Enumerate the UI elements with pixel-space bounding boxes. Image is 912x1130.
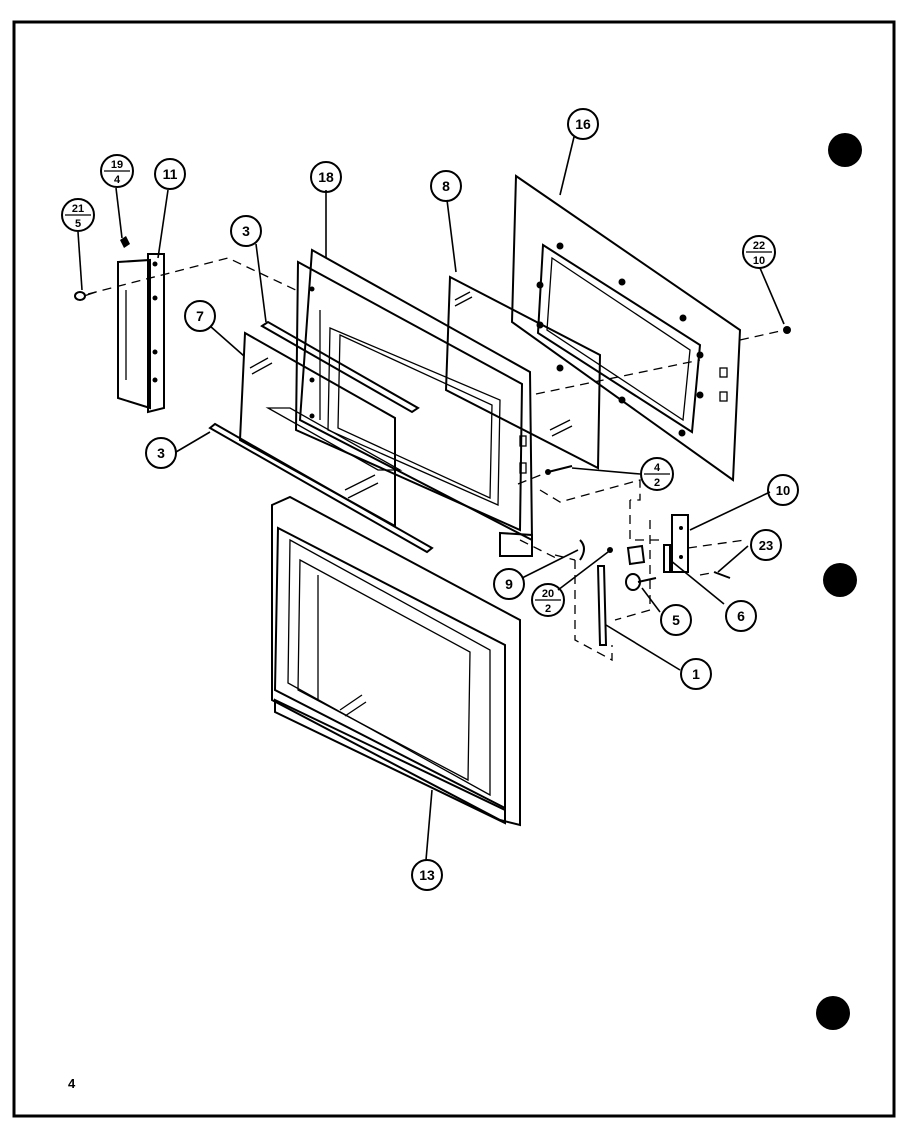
svg-text:20: 20 [542,588,554,600]
alignment-lines [87,257,786,662]
part-10-bracket [671,514,689,573]
svg-text:22: 22 [753,240,765,252]
callout-6: 6 [725,600,757,632]
part-7-glass [238,331,403,528]
callout-9: 9 [493,568,525,600]
callout-5: 5 [660,604,692,636]
leader-lines [77,136,785,861]
svg-text:16: 16 [575,116,591,132]
page-number: 4 [68,1076,76,1091]
svg-text:23: 23 [759,538,773,553]
part-1-rod [596,565,608,646]
svg-text:5: 5 [672,612,680,628]
svg-text:2: 2 [545,603,551,615]
callout-11: 11 [154,158,186,190]
svg-text:8: 8 [442,178,450,194]
part-5-latch [625,544,657,591]
punch-hole [816,996,850,1030]
screw-22-10 [783,326,791,334]
part-23-pin [713,571,731,579]
callout-1: 1 [680,658,712,690]
svg-text:6: 6 [737,608,745,624]
svg-text:9: 9 [505,576,513,592]
svg-text:13: 13 [419,867,435,883]
svg-text:2: 2 [654,477,660,489]
callout-22-10: 22 10 [742,235,776,269]
callout-4-2: 4 2 [640,457,674,491]
part-3-upper-strip [260,320,420,414]
svg-text:19: 19 [111,159,123,171]
part-13-outer-door [271,495,521,827]
punch-hole [823,563,857,597]
svg-text:7: 7 [196,308,204,324]
callout-20-2: 20 2 [531,583,565,617]
callout-21-5: 21 5 [61,198,95,232]
callout-7: 7 [184,300,216,332]
callout-18: 18 [310,161,342,193]
callout-10: 10 [767,474,799,506]
svg-text:5: 5 [75,218,81,230]
svg-text:11: 11 [163,166,178,182]
punch-hole [828,133,862,167]
svg-text:3: 3 [157,445,165,461]
svg-text:18: 18 [318,169,334,185]
callout-16: 16 [567,108,599,140]
callout-19-4: 19 4 [100,154,134,188]
svg-text:1: 1 [692,666,700,682]
svg-text:10: 10 [776,483,790,498]
sheet-border [12,20,896,1118]
svg-text:3: 3 [242,223,250,239]
callout-3-upper: 3 [230,215,262,247]
callout-23: 23 [750,529,782,561]
part-20-screw [607,547,613,553]
svg-text:10: 10 [753,255,765,267]
callout-8: 8 [430,170,462,202]
part-16-back-panel [510,174,742,482]
svg-text:21: 21 [72,203,84,215]
part-8-glass [444,275,602,470]
callout-3-lower: 3 [145,437,177,469]
svg-text:4: 4 [654,462,661,474]
part-18-inner-frame [294,248,534,557]
callout-13: 13 [411,859,443,891]
svg-text:4: 4 [114,174,121,186]
screw-19-4 [120,236,130,248]
part-6-bracket [663,544,671,573]
part-9-clip [579,539,585,561]
part-3-lower-strip [208,422,434,554]
